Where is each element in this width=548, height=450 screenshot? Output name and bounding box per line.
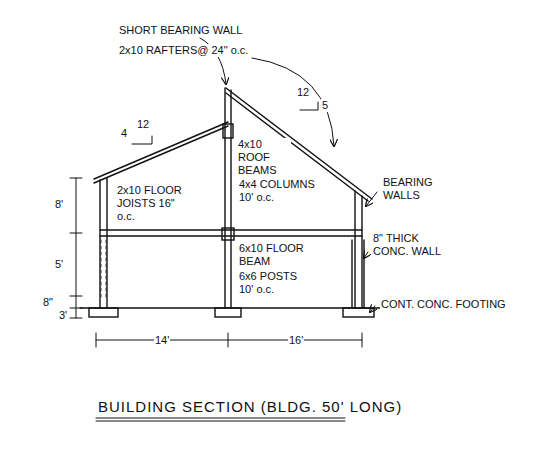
annotation-label: 5 bbox=[321, 99, 329, 112]
right-wall bbox=[355, 191, 362, 308]
annotation-label: 8' bbox=[54, 198, 64, 211]
annotation-label: SHORT BEARING WALL bbox=[118, 24, 243, 37]
annotation-label: 5' bbox=[54, 258, 64, 271]
floor-joists bbox=[100, 230, 362, 236]
annotation-label: 8" THICK CONC. WALL bbox=[372, 232, 454, 258]
left-footing bbox=[89, 308, 118, 317]
vertical-dimension bbox=[70, 178, 82, 318]
left-conc-wall bbox=[101, 240, 106, 300]
drawing-title: BUILDING SECTION (BLDG. 50' LONG) bbox=[98, 398, 402, 415]
annotation-label: 16' bbox=[288, 334, 304, 347]
slope-left bbox=[132, 136, 152, 144]
left-wall bbox=[100, 178, 107, 308]
annotation-label: CONT. CONC. FOOTING bbox=[380, 298, 507, 311]
horizontal-dimension bbox=[96, 333, 362, 347]
slope-right bbox=[300, 102, 318, 110]
annotation-label: 14' bbox=[154, 334, 170, 347]
leader-conc-wall bbox=[364, 252, 368, 258]
annotation-label: 6x10 FLOOR BEAM bbox=[238, 242, 306, 268]
right-footing bbox=[343, 308, 374, 317]
title-underline bbox=[96, 418, 345, 421]
annotation-label: 4x4 COLUMNS 10' o.c. bbox=[238, 178, 324, 204]
left-rafter-edge bbox=[94, 126, 228, 183]
annotation-label: 4x10 ROOF BEAMS bbox=[237, 138, 291, 177]
roof-beam bbox=[223, 124, 233, 138]
leader-rafters bbox=[252, 58, 334, 146]
annotation-label: 4 bbox=[120, 127, 128, 140]
annotation-label: 3' bbox=[58, 309, 68, 322]
annotation-label: 6x6 POSTS 10' o.c. bbox=[238, 270, 312, 296]
right-conc-wall bbox=[352, 240, 364, 308]
center-column bbox=[225, 88, 231, 308]
annotation-label: 12 bbox=[296, 86, 310, 99]
annotation-label: 2x10 RAFTERS@ 24" o.c. bbox=[118, 44, 249, 57]
leader-bearing-walls bbox=[366, 192, 377, 206]
left-rafter bbox=[94, 122, 228, 179]
annotation-label: 2x10 FLOOR JOISTS 16" o.c. bbox=[116, 184, 190, 223]
center-footing bbox=[215, 308, 241, 317]
annotation-label: 12 bbox=[136, 118, 150, 131]
annotation-label: 8" bbox=[42, 296, 54, 309]
annotation-label: BEARING WALLS bbox=[382, 176, 450, 202]
leader-footing bbox=[370, 306, 375, 312]
